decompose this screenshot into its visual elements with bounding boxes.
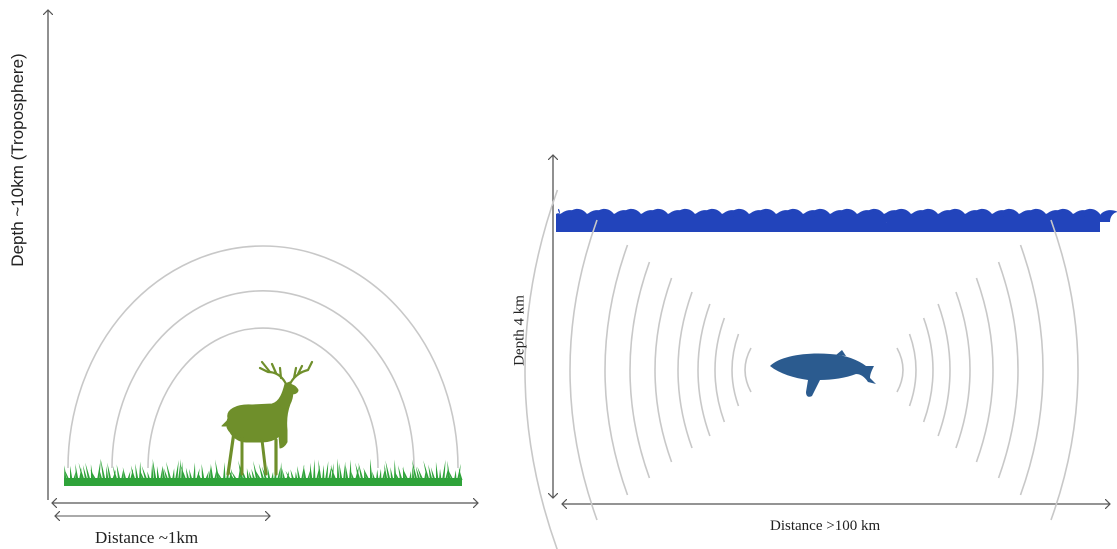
whale-icon <box>770 350 876 397</box>
water-waves-icon <box>556 208 1117 232</box>
land-sound-waves <box>67 245 459 469</box>
sound-arc-inner <box>147 327 379 469</box>
land-x-axis-label: Distance ~1km <box>95 528 199 547</box>
sea-y-axis-label: Depth 4 km <box>511 295 528 366</box>
land-panel <box>48 10 478 516</box>
sound-arc-outer <box>67 245 459 469</box>
deer-icon <box>221 360 314 476</box>
sound-arc-middle <box>111 290 415 469</box>
sea-x-axis-label: Distance >100 km <box>770 518 881 534</box>
sea-sound-waves <box>524 189 1079 549</box>
sea-panel <box>524 155 1117 549</box>
land-y-axis-label: Depth ~10km (Troposphere) <box>8 53 27 267</box>
grass-icon <box>64 458 463 486</box>
